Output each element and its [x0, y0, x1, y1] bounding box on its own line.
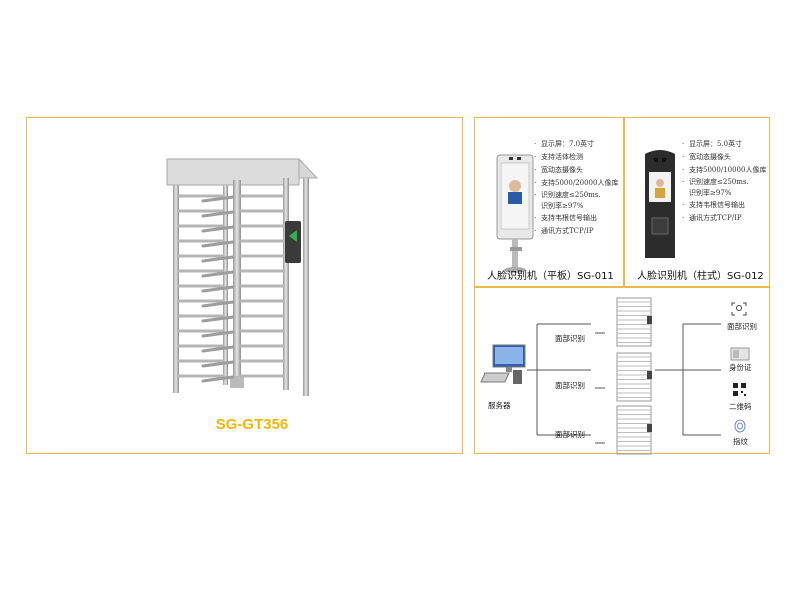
spec-item: 宽动态摄像头: [682, 151, 766, 164]
face-tablet-panel: 显示屏：7.0英寸 支持活体检测 宽动态摄像头 支持5000/20000人像库 …: [474, 117, 624, 287]
topology-diagram: [480, 297, 750, 455]
topology-panel: 服务器 面部识别 面部识别 面部识别 面部识别 身份证 二维码 指纹: [474, 287, 770, 455]
fingerprint-icon: [734, 419, 746, 433]
branch-label: 面部识别: [555, 381, 585, 390]
server-label: 服务器: [488, 401, 511, 410]
method-label-id-card: 身份证: [729, 363, 752, 372]
main-product-panel: SG-GT356: [26, 117, 463, 454]
face-pillar-panel: 显示屏：5.0英寸 宽动态摄像头 支持5000/10000人像库 识别速度≤25…: [624, 117, 770, 287]
method-label-fingerprint: 指纹: [733, 437, 748, 446]
spec-item: 识别速度≤250ms.识别率≥97%: [534, 190, 601, 212]
id-card-icon: [730, 347, 750, 361]
face-scan-icon: [731, 302, 747, 316]
spec-item: 显示屏：5.0英寸: [682, 138, 766, 151]
spec-item: 支持5000/10000人像库: [682, 164, 766, 177]
tablet-spec-list: 显示屏：7.0英寸 支持活体检测 宽动态摄像头 支持5000/20000人像库 …: [534, 138, 618, 238]
turnstile-illustration: [165, 158, 319, 396]
method-label-face: 面部识别: [727, 322, 757, 331]
spec-item: 支持韦根信号输出: [534, 212, 618, 225]
spec-item: 支持5000/20000人像库: [534, 177, 618, 190]
spec-item: 识别速度≤250ms.识别率≥97%: [682, 177, 751, 199]
spec-item: 支持活体检测: [534, 151, 618, 164]
spec-item: 通讯方式TCP/IP: [682, 212, 766, 225]
branch-label: 面部识别: [555, 334, 585, 343]
pillar-caption: 人脸识别机（柱式）SG-012: [637, 271, 764, 282]
tablet-caption: 人脸识别机（平板）SG-011: [487, 271, 614, 282]
pillar-device-image: [645, 150, 675, 258]
tablet-device-image: [496, 154, 534, 273]
method-label-qr-code: 二维码: [729, 402, 752, 411]
qr-code-icon: [733, 383, 746, 396]
product-code-label: SG-GT356: [215, 416, 289, 433]
branch-label: 面部识别: [555, 430, 585, 439]
pillar-spec-list: 显示屏：5.0英寸 宽动态摄像头 支持5000/10000人像库 识别速度≤25…: [682, 138, 766, 225]
spec-item: 显示屏：7.0英寸: [534, 138, 618, 151]
spec-item: 通讯方式TCP/IP: [534, 225, 618, 238]
spec-item: 宽动态摄像头: [534, 164, 618, 177]
spec-item: 支持韦根信号输出: [682, 199, 766, 212]
server-icon: [480, 344, 526, 384]
